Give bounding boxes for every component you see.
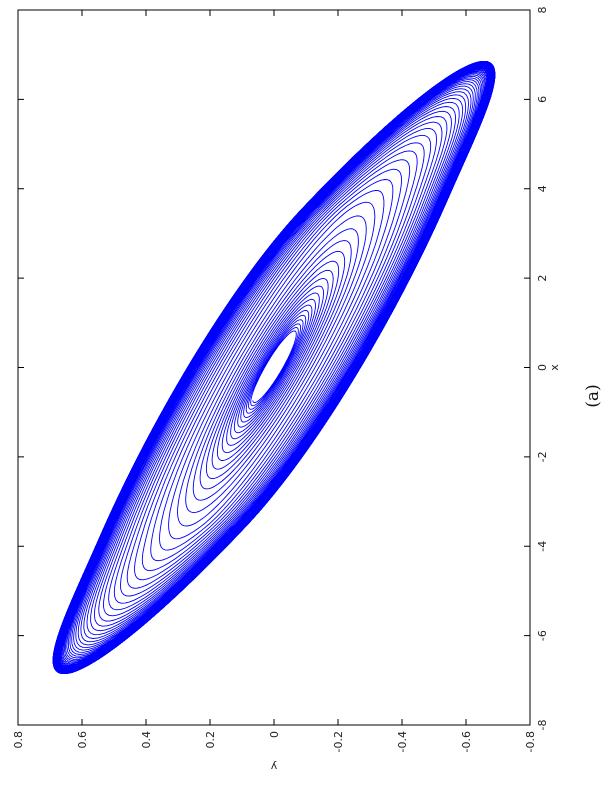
y-tick-label: 0.8: [12, 731, 25, 749]
y-tick-label: -0.6: [460, 731, 473, 752]
attractor-segment: [52, 60, 496, 675]
x-tick-label: 0: [536, 364, 549, 371]
y-tick-label: 0.4: [140, 731, 153, 749]
x-tick-label: -4: [536, 541, 549, 552]
x-tick-label: 2: [536, 275, 549, 282]
y-tick-label: -0.8: [524, 731, 537, 752]
x-tick-label: -2: [536, 451, 549, 462]
x-tick-label: 8: [536, 7, 549, 14]
y-tick-label: 0: [268, 731, 281, 738]
series-attractor: [52, 60, 496, 675]
attractor-segment: [77, 88, 472, 646]
y-tick-label: -0.4: [396, 731, 409, 752]
x-tick-label: -8: [536, 720, 549, 731]
rotated-plot: -8 -6 -4 -2 0 2 4 6 8 -0.8 -0.6 -0.4 -0.2 0 0.2 0.4 0.6 0…: [12, 7, 561, 774]
y-tick-label: 0.6: [76, 731, 89, 749]
x-tick-label: -6: [536, 630, 549, 641]
y-axis-label: y: [270, 760, 277, 773]
x-tick-label: 4: [536, 185, 549, 192]
attractor-segment: [177, 215, 367, 527]
y-tick-label: -0.2: [332, 731, 345, 752]
y-tick-label: 0.2: [204, 731, 217, 749]
x-axis-label: x: [548, 364, 561, 371]
attractor-segment: [56, 65, 492, 670]
x-tick-label: 6: [536, 96, 549, 103]
figure-caption: (a): [583, 384, 603, 407]
